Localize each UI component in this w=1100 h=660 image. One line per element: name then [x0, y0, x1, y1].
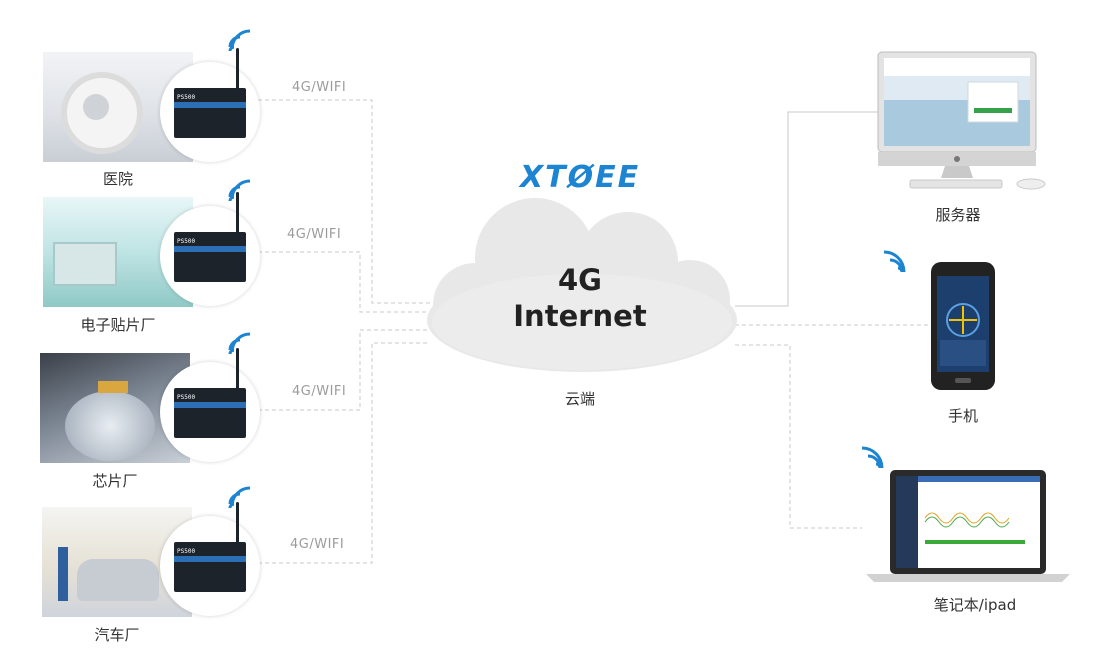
- wifi-signal-icon-hospital: [228, 29, 251, 52]
- link-line-server: [735, 111, 878, 307]
- link-label-hospital: 4G/WIFI: [292, 80, 347, 95]
- client-label-server: 服务器: [935, 206, 981, 224]
- hospital-photo: [43, 52, 193, 162]
- site-label-hospital: 医院: [102, 170, 133, 188]
- wifi-signal-icon-chip: [228, 332, 251, 355]
- gateway-device-image-chip: PS500: [160, 348, 260, 462]
- cloud-shape: [427, 198, 737, 372]
- link-line-hospital: [258, 99, 430, 304]
- smartphone-icon: [931, 262, 995, 390]
- gateway-device-image-smt: PS500: [160, 192, 260, 306]
- link-line-laptop: [735, 344, 862, 529]
- client-label-laptop: 笔记本/ipad: [933, 596, 1017, 614]
- site-label-smt: 电子贴片厂: [80, 316, 156, 334]
- brand-logo: XTØEE: [520, 160, 641, 195]
- link-line-auto: [258, 342, 430, 564]
- wifi-signal-icon-laptop: [861, 446, 884, 469]
- cloud-title-line1: 4G: [558, 263, 602, 297]
- desktop-computer-icon: [877, 51, 1046, 190]
- site-label-chip: 芯片厂: [92, 472, 138, 490]
- link-line-smt: [258, 251, 430, 313]
- cloud-label: 云端: [564, 390, 595, 408]
- gateway-device-image-auto: PS500: [160, 502, 260, 616]
- link-label-chip: 4G/WIFI: [292, 384, 347, 399]
- link-line-chip: [258, 329, 430, 411]
- wifi-signal-icon-auto: [228, 486, 251, 509]
- client-label-phone: 手机: [947, 407, 978, 425]
- site-label-auto: 汽车厂: [94, 626, 140, 644]
- link-label-auto: 4G/WIFI: [290, 537, 345, 552]
- gateway-device-image-hospital: PS500: [160, 48, 260, 162]
- link-label-smt: 4G/WIFI: [287, 227, 342, 242]
- laptop-icon: [866, 470, 1070, 582]
- wifi-signal-icon-phone: [883, 250, 906, 273]
- wifi-signal-icon-smt: [228, 179, 251, 202]
- cloud-title-line2: Internet: [513, 299, 647, 333]
- cloud-title: 4G Internet: [470, 262, 690, 334]
